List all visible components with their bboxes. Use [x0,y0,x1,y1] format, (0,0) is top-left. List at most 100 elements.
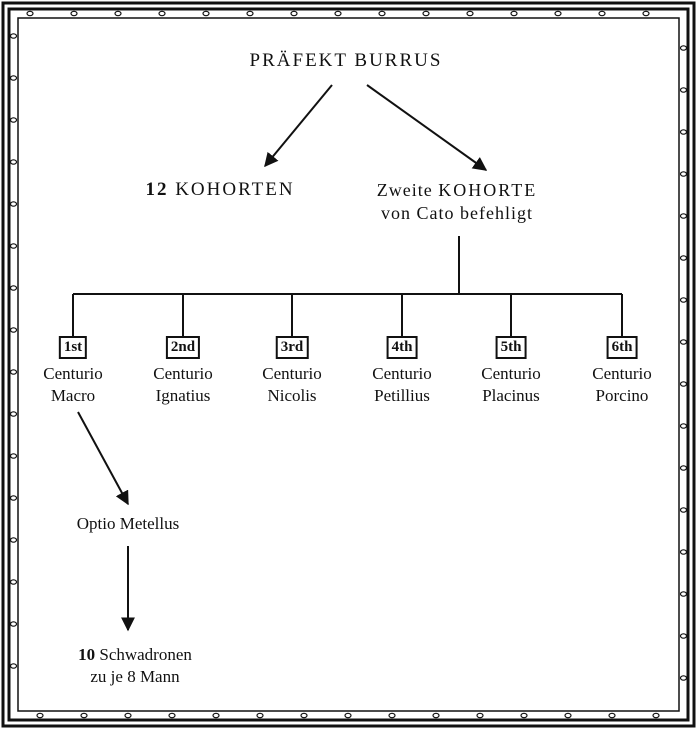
centurion-node: CenturioPetillius [372,363,432,407]
border-rivet [681,424,687,428]
border-rivet [681,298,687,302]
border-rivet [335,11,341,15]
centurion-name: Placinus [481,385,541,407]
border-rivet [681,340,687,344]
border-rivet [11,412,17,416]
border-rivet [599,11,605,15]
border-rivet [565,713,571,717]
second-cohort-node: Zweite KOHORTE von Cato befehligt [377,179,537,225]
border-rivet [681,634,687,638]
border-rivet [169,713,175,717]
border-rivet [643,11,649,15]
optio-label: Optio Metellus [77,514,179,534]
centurion-title: Centurio [592,363,652,385]
squadrons-label: Schwadronen [99,645,192,664]
centurion-name: Nicolis [262,385,322,407]
border-rivet [213,713,219,717]
border-rivet [521,713,527,717]
centurion-name: Petillius [372,385,432,407]
arrow-macro-to-optio [78,412,128,504]
squadrons-node: 10 Schwadronen zu je 8 Mann [78,644,192,688]
border-rivet [423,11,429,15]
cohorts-label: KOHORTEN [175,179,294,200]
border-rivet [71,11,77,15]
border-rivet [389,713,395,717]
border-rivet [37,713,43,717]
centurion-title: Centurio [481,363,541,385]
decorative-border [3,3,694,726]
border-rivet [681,508,687,512]
border-rivet [345,713,351,717]
border-rivet [609,713,615,717]
centurion-name: Macro [43,385,103,407]
border-rivet [203,11,209,15]
centurion-name: Ignatius [153,385,213,407]
border-rivet [433,713,439,717]
border-rivet [11,118,17,122]
border-rivet [247,11,253,15]
border-rivet [681,676,687,680]
border-rivet [11,34,17,38]
arrow-to-cohorts [265,85,332,166]
border-rivet [379,11,385,15]
connectors [73,85,622,630]
border-rivet [11,664,17,668]
cohorts-node: 12 KOHORTEN [145,179,294,201]
centurion-title: Centurio [43,363,103,385]
border-rivet [11,454,17,458]
rank-badge: 2nd [166,336,200,359]
border-rivet [681,550,687,554]
centurion-title: Centurio [153,363,213,385]
border-rivet [681,130,687,134]
border-rivet [159,11,165,15]
rank-badge: 4th [387,336,418,359]
border-rivet [11,580,17,584]
border-rivet [291,11,297,15]
arrow-to-second-cohort [367,85,486,170]
cohorts-count: 12 [145,179,168,200]
border-rivet [115,11,121,15]
border-rivet [681,46,687,50]
border-rivet [301,713,307,717]
rank-badge: 3rd [276,336,309,359]
border-rivet [27,11,33,15]
border-rivet [257,713,263,717]
rank-badge: 6th [607,336,638,359]
squadrons-size: zu je 8 Mann [78,666,192,688]
border-rivet [11,286,17,290]
rank-badge: 5th [496,336,527,359]
border-rivet [11,496,17,500]
border-rivet [11,76,17,80]
border-rivet [681,382,687,386]
rank-badge: 1st [59,336,87,359]
border-rivet [555,11,561,15]
centurion-name: Porcino [592,385,652,407]
border-rivet [11,202,17,206]
border-rivet [11,622,17,626]
second-cohort-line2: von Cato befehligt [377,202,537,225]
border-rivet [477,713,483,717]
border-rivet [11,244,17,248]
border-rivet [467,11,473,15]
border-rivet [681,592,687,596]
border-rivet [511,11,517,15]
border-rivet [681,466,687,470]
prefect-label: PRÄFEKT BURRUS [250,50,443,72]
border-rivet [81,713,87,717]
squadrons-count: 10 [78,645,95,664]
border-rivet [653,713,659,717]
border-rivet [11,538,17,542]
border-rivet [681,256,687,260]
border-rivet [11,160,17,164]
border-rivet [125,713,131,717]
border-rivet [11,370,17,374]
centurion-title: Centurio [262,363,322,385]
border-rivet [681,172,687,176]
border-rivet [11,328,17,332]
